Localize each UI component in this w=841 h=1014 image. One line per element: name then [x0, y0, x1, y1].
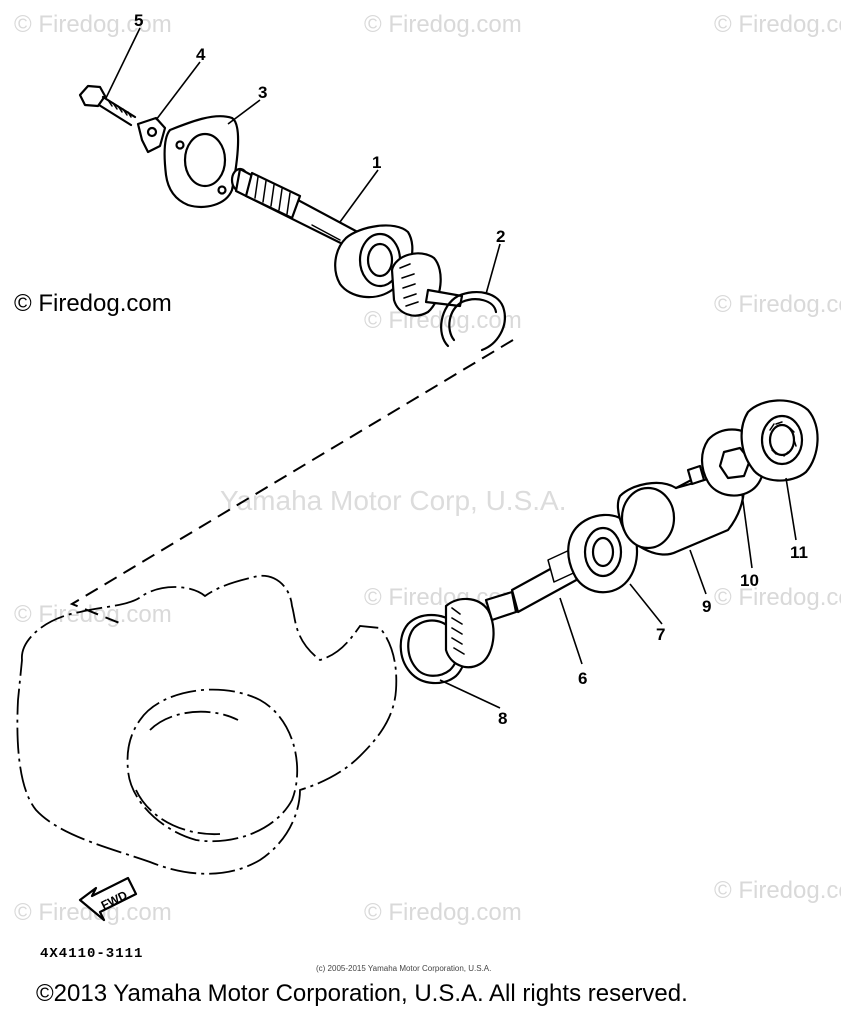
- part-code: 4X4110-3111: [40, 946, 144, 962]
- watermark-text: © Firedog.com: [14, 601, 172, 628]
- driven-shaft-part: [444, 538, 604, 669]
- watermark-text: © Firedog.com: [714, 877, 841, 904]
- small-copyright: (c) 2005-2015 Yamaha Motor Corporation, …: [316, 964, 492, 973]
- callout-1: 1: [372, 153, 381, 172]
- callout-layer: 1 2 3 4 5 6 7 8 9 10 11: [134, 11, 808, 728]
- watermark-text: © Firedog.com: [714, 584, 841, 611]
- callout-9: 9: [702, 597, 711, 616]
- callout-11: 11: [790, 543, 808, 562]
- bearing-part: [567, 513, 638, 594]
- leader-lines: [105, 27, 797, 709]
- watermark-text: © Firedog.com: [364, 899, 522, 926]
- callout-2: 2: [496, 227, 505, 246]
- plate-part: [163, 115, 240, 208]
- reference-line: [69, 339, 514, 625]
- stopper-part: [136, 116, 167, 154]
- watermark-text: © Firedog.com: [14, 11, 172, 38]
- callout-8: 8: [498, 709, 507, 728]
- fwd-arrow-icon: FWD: [78, 876, 138, 922]
- callout-5: 5: [134, 11, 143, 30]
- callout-10: 10: [740, 571, 759, 590]
- bolt-part: [78, 84, 137, 127]
- watermark-text: © Firedog.com: [364, 307, 522, 334]
- oil-seal-part: [740, 399, 819, 482]
- watermark-text: © Firedog.com: [714, 291, 841, 318]
- drive-shaft-part: [230, 167, 464, 317]
- footer-copyright: ©2013 Yamaha Motor Corporation, U.S.A. A…: [36, 980, 688, 1007]
- engine-case-outline: [16, 574, 398, 875]
- callout-6: 6: [578, 669, 587, 688]
- watermark-text: © Firedog.com: [714, 11, 841, 38]
- callout-3: 3: [258, 83, 267, 102]
- watermark-side-text: © Firedog.com: [14, 290, 172, 317]
- callout-4: 4: [196, 45, 206, 64]
- circlip-part: [440, 291, 506, 352]
- callout-7: 7: [656, 625, 665, 644]
- watermark-text: © Firedog.com: [364, 11, 522, 38]
- watermark-center-text: Yamaha Motor Corp, U.S.A.: [220, 485, 567, 516]
